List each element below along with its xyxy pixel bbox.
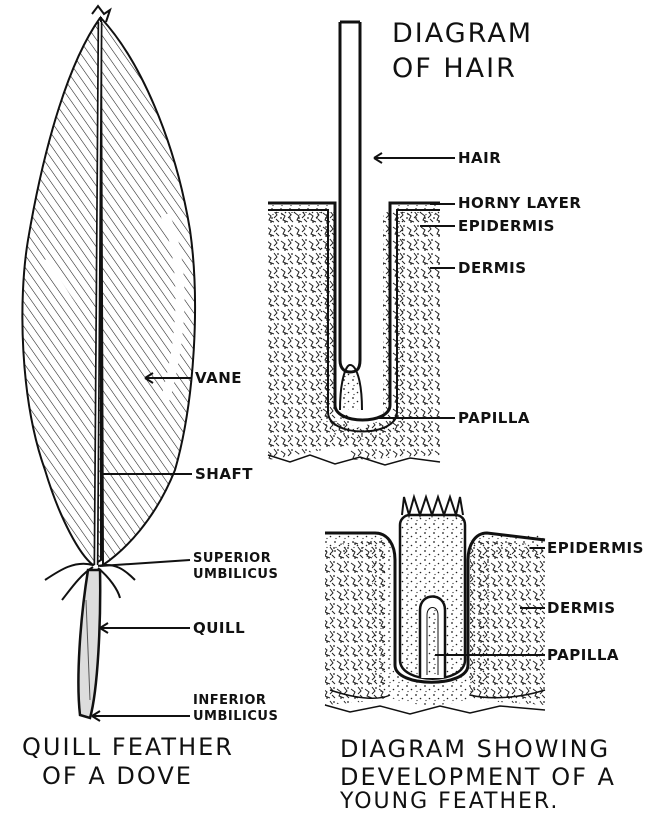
quill-label: QUILL: [193, 621, 245, 636]
hair-epidermis-label: EPIDERMIS: [458, 219, 555, 234]
inferior-umbilicus-label-line2: UMBILICUS: [193, 710, 278, 723]
hair-diagram-title-line1: DIAGRAM: [392, 20, 533, 47]
hair-shaft: [340, 22, 360, 372]
feather-left-vane: [22, 18, 101, 565]
hair-diagram-title-line2: OF HAIR: [392, 55, 517, 82]
inferior-umbilicus-label-line1: INFERIOR: [193, 694, 266, 707]
hair-papilla: [340, 365, 362, 410]
young-feather-caption-line1: DIAGRAM SHOWING: [340, 737, 610, 761]
young-feather-caption-line3: YOUNG FEATHER.: [340, 791, 559, 813]
hair-label: HAIR: [458, 151, 501, 166]
vane-label: VANE: [195, 371, 242, 386]
shaft-label: SHAFT: [195, 467, 253, 482]
quill-feather: [22, 6, 195, 721]
hair-papilla-label: PAPILLA: [458, 411, 530, 426]
superior-umbilicus-label-line2: UMBILICUS: [193, 568, 278, 581]
feather-caption-line1: QUILL FEATHER: [22, 735, 234, 759]
feather-quill: [78, 570, 100, 718]
young-feather-diagram: [325, 497, 545, 714]
feather-caption-line2: OF A DOVE: [42, 764, 193, 788]
hair-dermis-label: DERMIS: [458, 261, 527, 276]
young-feather-caption-line2: DEVELOPMENT OF A: [340, 765, 616, 789]
young-epidermis-label: EPIDERMIS: [547, 541, 644, 556]
horny-layer-label: HORNY LAYER: [458, 196, 581, 211]
hair-diagram: [268, 22, 455, 465]
young-papilla-label: PAPILLA: [547, 648, 619, 663]
superior-umbilicus-label-line1: SUPERIOR: [193, 552, 271, 565]
young-dermis-label: DERMIS: [547, 601, 616, 616]
